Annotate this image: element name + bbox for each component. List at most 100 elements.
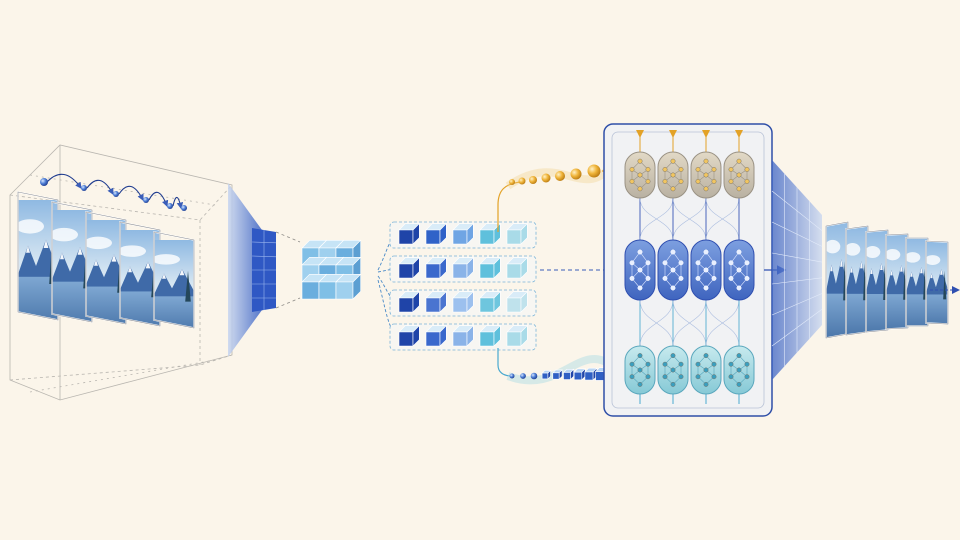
graph-node-icon [678,361,684,367]
graph-node-icon [645,361,651,367]
token-cube-icon-front [595,371,605,381]
graph-node-icon [670,249,676,255]
output-frame-3-content [866,230,888,332]
token-cube-icon-front [425,263,441,279]
token-cube-icon-front [506,331,522,347]
token-cube-icon-side [466,324,474,347]
graph-node-icon [645,374,651,380]
trajectory-point-icon [181,205,187,211]
token-cube-icon-front [452,229,468,245]
layer-connection [705,197,740,241]
token-cube-icon-front [398,331,414,347]
graph-node-icon [736,172,742,178]
graph-node-icon [744,178,750,184]
graph-node-icon [744,374,750,380]
graph-node-icon [662,361,668,367]
graph-node-icon [703,172,709,178]
voxel-cube-icon-front [335,281,354,300]
graph-node-icon [728,374,734,380]
output-frame-4-water [886,294,908,329]
output-frame-2 [845,225,869,336]
graph-node-icon [695,361,701,367]
graph-node-icon [711,178,717,184]
trajectory-point-icon [167,203,173,209]
graph-node-icon [670,353,676,359]
landscape-frame-icon [943,270,947,300]
output-frame-6 [925,240,949,325]
token-cube-icon-front [452,331,468,347]
volume-wireframe [9,144,233,401]
output-frame-3-outline [865,229,889,333]
graph-node-icon [670,381,676,387]
token-cube-icon-side [493,324,501,347]
output-frame-3-snow [870,263,883,274]
graph-node-icon [695,167,701,172]
graph-node-icon [678,167,684,172]
graph-node-icon [703,353,709,359]
encoder-patch-grid [251,228,277,312]
graph-node-icon [637,285,643,291]
output-frame-5-content [906,238,928,326]
input-frame-5-outline [153,231,195,329]
token-cube-icon-side [412,256,420,279]
output-frame-6-water [926,294,948,324]
input-frame-5-water [154,296,194,328]
token-cube-icon-side [466,222,474,245]
token-cube-icon-front [479,331,495,347]
graph-node-icon [711,361,717,367]
graph-node-icon [736,367,742,373]
input-frame-4-outline [119,221,161,327]
gold-sequence-glow [505,165,613,190]
attention-block-r3-c4 [723,345,755,395]
input-frame-3-snow [94,254,117,266]
token-cube-icon-front [584,371,594,381]
encoder-funnel [228,183,301,357]
graph-node-icon [736,267,742,273]
graph-node-icon [711,167,717,172]
token-cube-icon-front [398,297,414,313]
output-frame-2-content [846,226,868,335]
graph-node-icon [678,178,684,184]
graph-node-icon [645,260,651,266]
attention-block-r1-c3 [690,151,722,199]
blue-sequence-ball [520,373,526,379]
attention-block-r1-c2 [657,151,689,199]
trajectory-arrow [118,185,144,201]
graph-node-icon [728,260,734,266]
token-cube-icon-front [573,371,583,381]
trajectory-arrow [86,179,114,195]
graph-node-icon [637,158,643,164]
voxel-cube-icon-front [301,281,320,300]
gold-sequence-ball [541,173,551,183]
graph-node-icon [637,186,643,192]
token-cube-icon-front [425,331,441,347]
token-cube-icon-front [541,372,549,380]
graph-node-icon [736,381,742,387]
token-cube-icon-side [547,369,551,380]
token-cube-icon-side [570,368,574,381]
layer-connection [705,299,740,347]
output-frame-5-outline [905,237,929,327]
trajectory-arrow [46,173,82,189]
layer-connection [639,197,674,241]
input-frame-3-cloud [86,236,112,250]
token-grid [389,221,537,351]
graph-node-icon [695,260,701,266]
graph-node-icon [645,275,651,281]
input-frame-2-outline [51,201,93,323]
graph-node-icon [629,275,635,281]
gold-sequence-ball [587,164,601,178]
blue-sequence-link [497,348,513,377]
graph-node-icon [637,353,643,359]
graph-node-icon [678,260,684,266]
layer-connection [639,299,674,347]
graph-node-icon [670,285,676,291]
blue-sequence-ball [509,373,515,379]
gold-sequence-ball [529,176,537,184]
output-frame-1-snow [830,258,843,272]
graph-node-icon [744,361,750,367]
output-frame-3-cloud [866,246,881,258]
output-frame-4-snow [890,265,903,276]
graph-node-icon [695,275,701,281]
